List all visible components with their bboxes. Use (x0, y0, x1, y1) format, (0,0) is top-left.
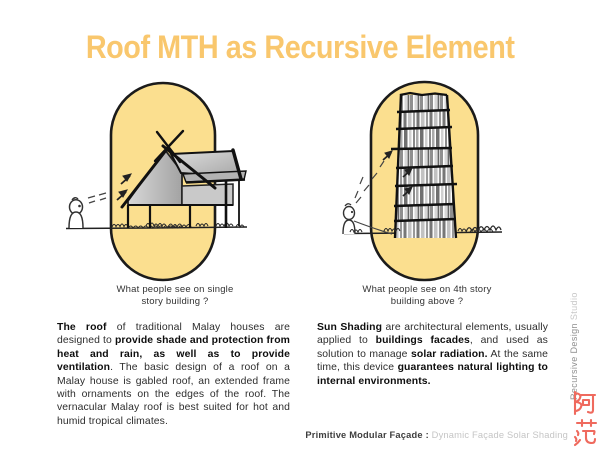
view-arrow-icon (382, 150, 413, 197)
right-illustration-tower-sketch (342, 80, 503, 282)
ground-line (65, 226, 248, 230)
footer-project-title: Primitive Modular Façade : Dynamic Façad… (250, 430, 568, 440)
tower-right-edge (445, 94, 458, 239)
tower-band-lines (390, 91, 458, 239)
house-sketch (120, 129, 247, 228)
crossed-gable-finials (153, 129, 185, 164)
caption-left-line2: story building ? (141, 295, 209, 307)
caption-left: What people see on single story building… (95, 284, 255, 308)
left-illustration-house-sketch (65, 81, 248, 282)
roof-left-slope (120, 147, 169, 209)
view-arrow-icon (116, 173, 133, 201)
caption-right-line1: What people see on 4th story (362, 284, 492, 295)
studio-credit-vertical: Recursive Design Studio (569, 276, 584, 400)
paragraph-sun-shading: Sun Shading are architectural elements, … (317, 322, 548, 387)
paragraph-malay-roof: The roof of traditional Malay houses are… (57, 322, 291, 427)
footer-label-light: Dynamic Façade Solar Shading (431, 430, 568, 440)
footer-label-dark: Primitive Modular Façade : (305, 430, 432, 440)
caption-left-line1: What people see on single (116, 284, 234, 295)
tower-left-edge (393, 93, 403, 239)
caption-right-line2: building above ? (390, 295, 464, 307)
grass-scribbles (349, 225, 502, 234)
caption-right: What people see on 4th story building ab… (347, 284, 507, 308)
person-icon (342, 203, 356, 235)
sightline-dashes (353, 160, 393, 235)
stilts (126, 180, 240, 228)
studio-credit-light: Studio (569, 292, 579, 324)
roof-right-edge (231, 148, 243, 181)
person-icon (68, 197, 84, 229)
eave-edge (185, 178, 246, 184)
tower-sketch (390, 91, 458, 239)
red-seal-icon (573, 390, 598, 447)
sightline-dashes (87, 192, 107, 204)
page-title: Roof MTH as Recursive Element (0, 29, 600, 66)
page-title-text: Roof MTH as Recursive Element (85, 29, 515, 65)
